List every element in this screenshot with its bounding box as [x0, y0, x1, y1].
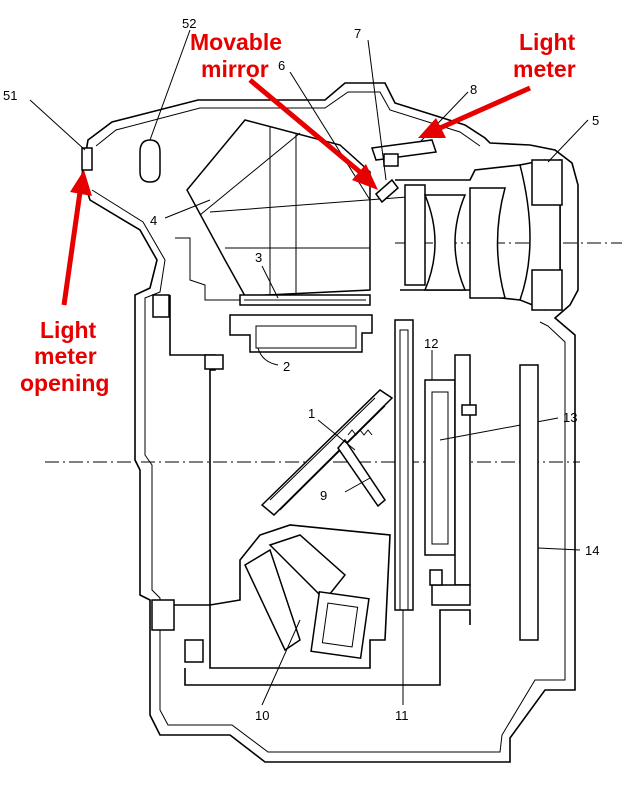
ref-num-13: 13 — [563, 410, 577, 425]
ref-num-5: 5 — [592, 113, 599, 128]
leader-line-51 — [30, 100, 85, 150]
ref-num-8: 8 — [470, 82, 477, 97]
af-sensor-10c — [311, 592, 369, 658]
bottom-clip-2 — [430, 570, 442, 585]
label-movable-mirror-1: Movable — [190, 29, 282, 55]
light-meter-lens — [384, 154, 398, 166]
label-movable-mirror-2: mirror — [201, 56, 269, 82]
label-opening-1: Light — [40, 317, 97, 343]
leader-line-14 — [538, 548, 580, 550]
side-component-small-3 — [185, 640, 203, 662]
arrow-light-meter — [440, 88, 530, 128]
ref-num-7: 7 — [354, 26, 361, 41]
flash-window-52 — [140, 140, 160, 182]
shutter-curtain-11 — [395, 320, 413, 610]
ref-num-1: 1 — [308, 406, 315, 421]
ref-num-2: 2 — [283, 359, 290, 374]
arrow-light-meter-opening — [64, 192, 80, 305]
leader-line-5 — [548, 120, 588, 162]
ref-num-4: 4 — [150, 213, 157, 228]
ref-num-3: 3 — [255, 250, 262, 265]
side-component-small-4 — [205, 355, 223, 369]
lcd-panel-14 — [520, 365, 538, 640]
mirror-box-left-wall — [165, 295, 215, 615]
label-light-meter-2: meter — [513, 56, 576, 82]
light-meter-opening-51 — [82, 148, 92, 170]
sub-mirror-9 — [338, 440, 385, 506]
eyepiece-lens-a — [405, 185, 425, 285]
ref-num-6: 6 — [278, 58, 285, 73]
label-light-meter-1: Light — [519, 29, 576, 55]
arrowhead-light-meter-opening — [70, 170, 92, 196]
ref-num-51: 51 — [3, 88, 17, 103]
ref-num-14: 14 — [585, 543, 599, 558]
ref-num-9: 9 — [320, 488, 327, 503]
sensor-board-13 — [455, 355, 470, 585]
leader-line-52 — [150, 30, 190, 140]
pentaprism-4 — [187, 120, 370, 296]
side-component-small-2 — [152, 600, 174, 630]
ref-num-10: 10 — [255, 708, 269, 723]
label-opening-3: opening — [20, 370, 109, 396]
ref-num-12: 12 — [424, 336, 438, 351]
eyepiece-cap — [532, 160, 562, 205]
label-opening-2: meter — [34, 343, 97, 369]
eyepiece-cap-lower — [532, 270, 562, 310]
sensor-clip-top — [462, 405, 476, 415]
side-component-small — [153, 295, 169, 317]
bottom-clip — [432, 585, 470, 605]
sensor-frame-12 — [425, 380, 455, 555]
ref-num-11: 11 — [395, 708, 409, 723]
condenser-block-2 — [230, 315, 372, 352]
